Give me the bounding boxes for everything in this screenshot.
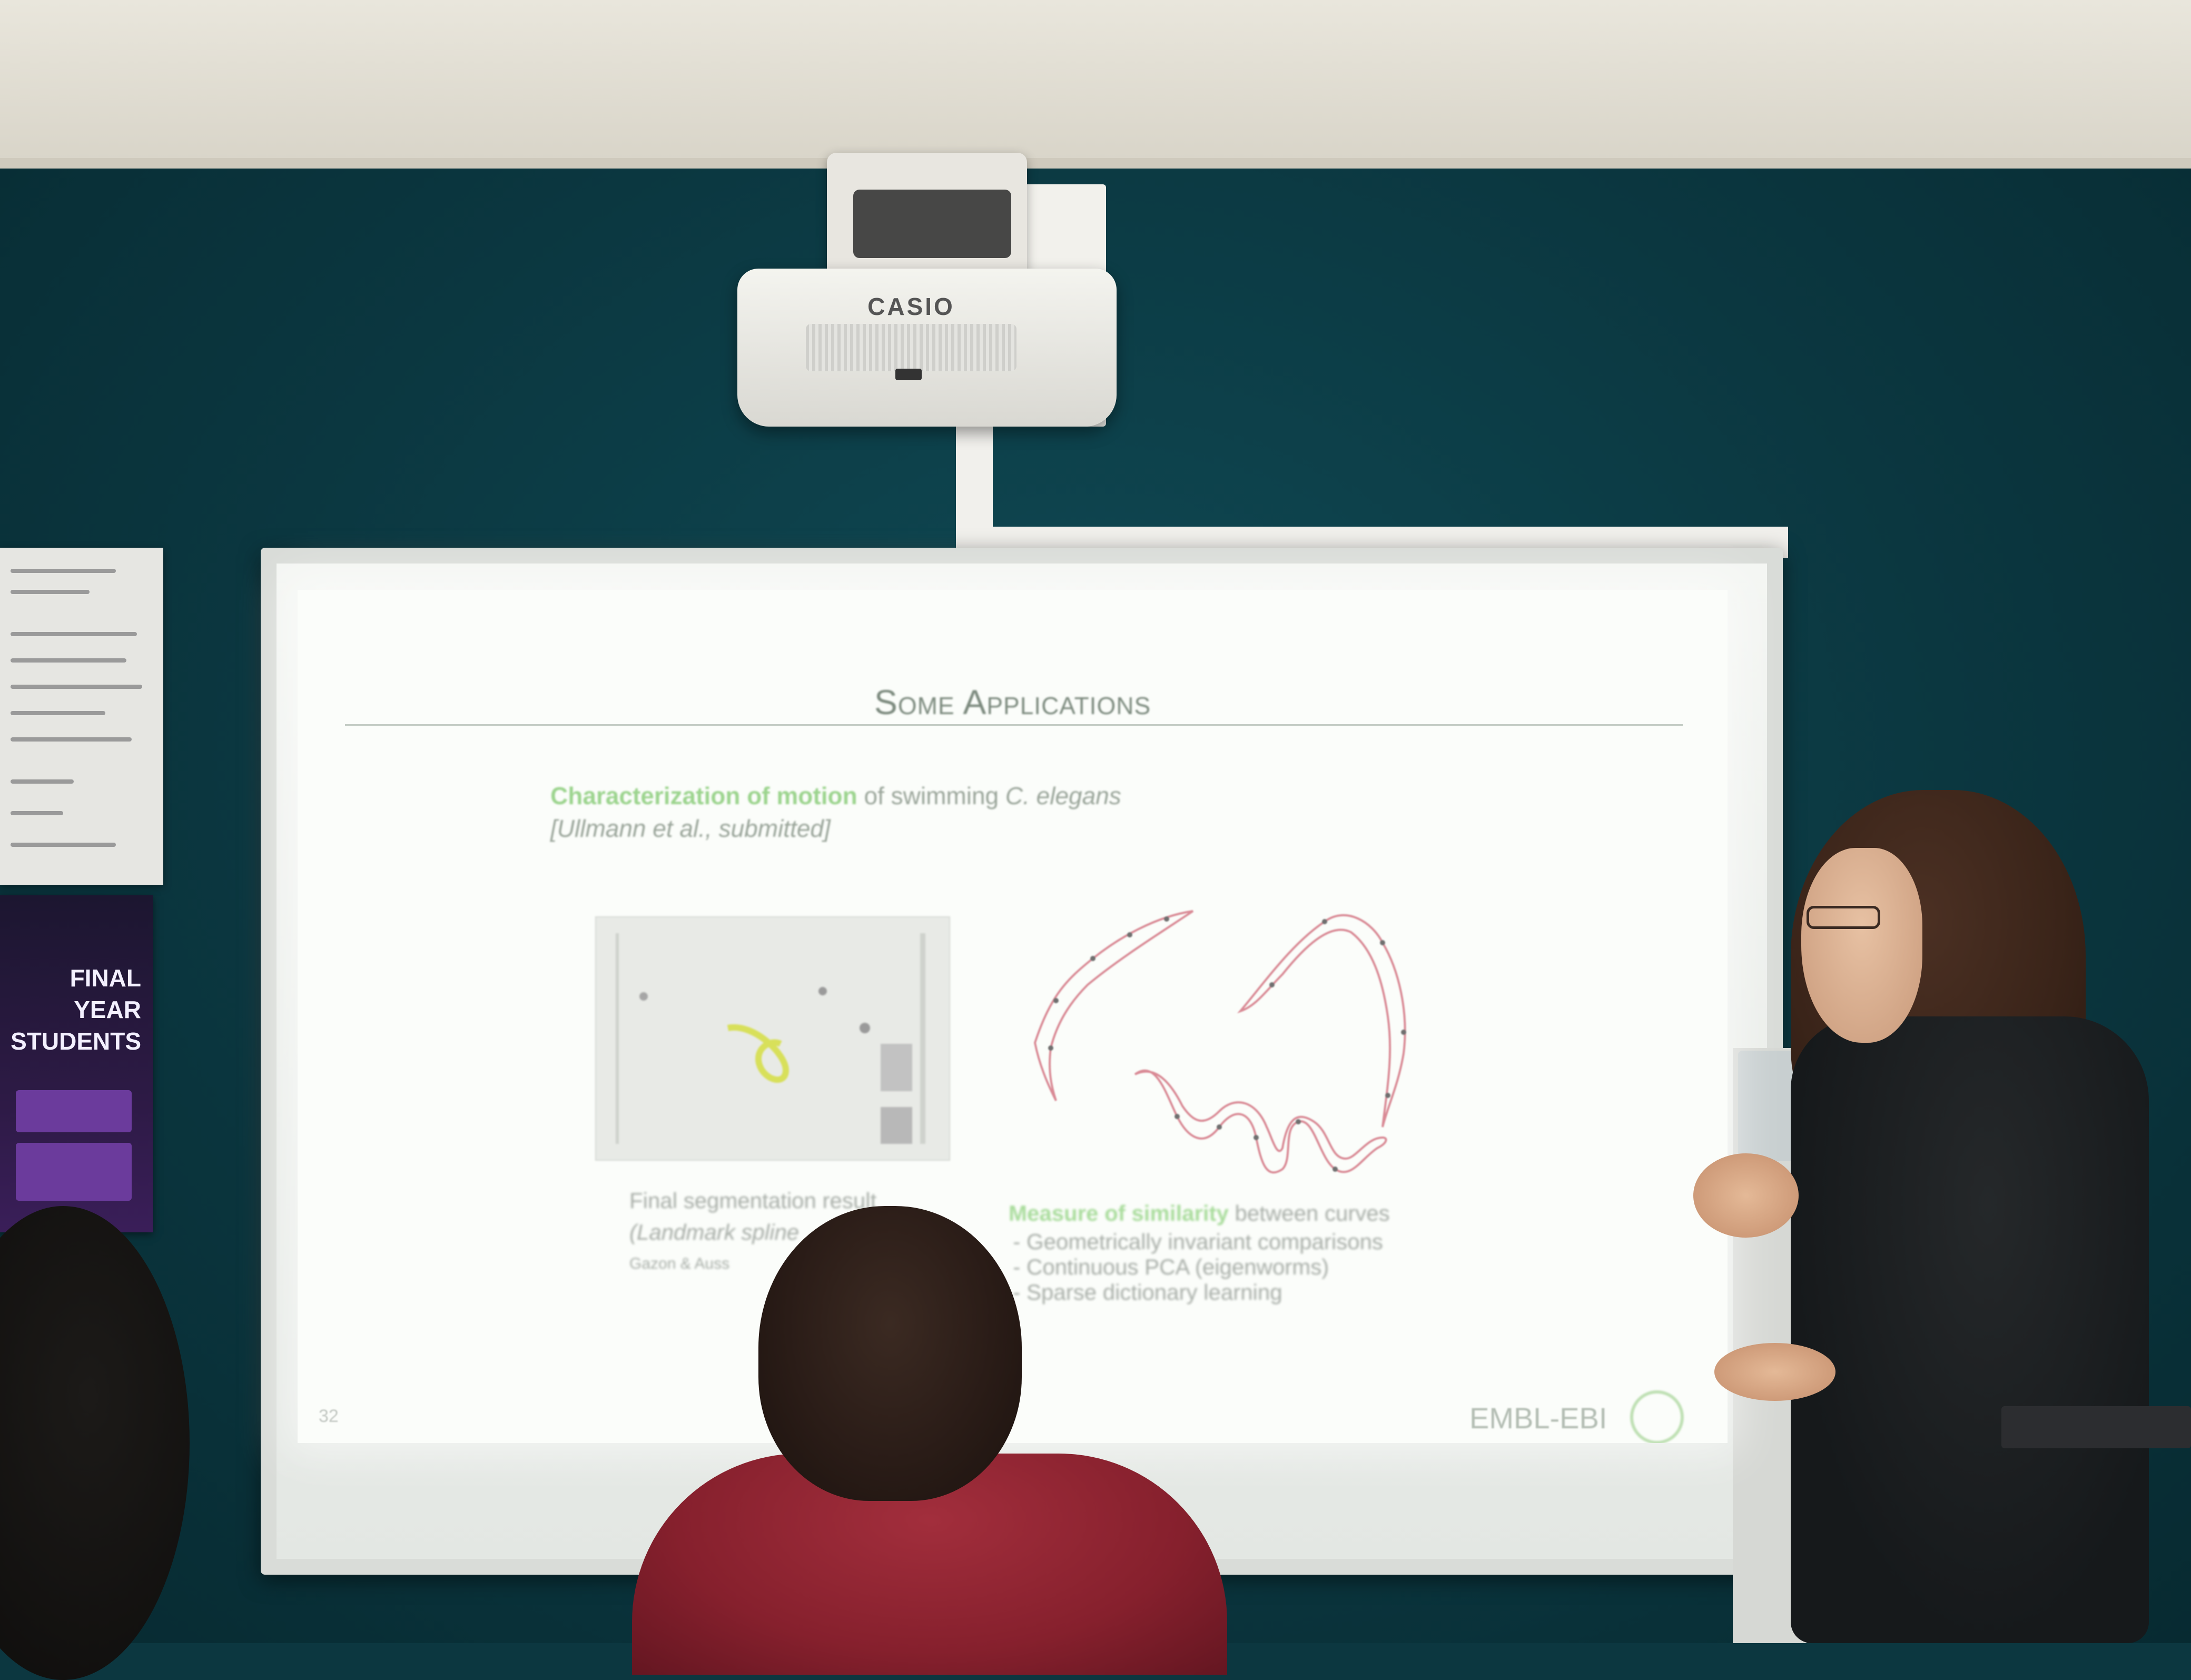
presenter-hand <box>1693 1153 1799 1238</box>
notice-text-line <box>11 590 90 594</box>
worm-curve <box>1237 914 1406 1128</box>
right-caption: Measure of similarity between curves Geo… <box>1009 1201 1483 1305</box>
poster-info-box <box>16 1143 132 1201</box>
projector-brand: CASIO <box>867 293 955 320</box>
poster-line-final: FINAL <box>70 964 141 992</box>
embl-ebi-logo-icon <box>1630 1390 1684 1443</box>
bullet-item: Sparse dictionary learning <box>1027 1280 1483 1305</box>
projector-pole <box>956 421 993 542</box>
notice-text-line <box>11 658 126 663</box>
embl-ebi-logo: EMBL-EBI <box>1469 1401 1607 1435</box>
notice-text-line <box>11 569 116 573</box>
right-caption-highlight: Measure of similarity <box>1009 1201 1229 1226</box>
notice-text-line <box>11 843 116 847</box>
slide-title: Some Applications <box>874 683 1151 722</box>
ceiling <box>0 0 2191 169</box>
poster-line-students: STUDENTS <box>11 1027 141 1055</box>
poster-line-year: YEAR <box>74 996 141 1023</box>
intro-rest: of swimming <box>857 782 1005 809</box>
left-caption: Final segmentation result (Landmark spli… <box>629 1185 998 1280</box>
notice-text-line <box>11 811 63 815</box>
slide-title-rule <box>345 724 1683 726</box>
notice-text-line <box>11 779 74 784</box>
poster-info-box <box>16 1090 132 1132</box>
presenter-hand <box>1714 1343 1835 1401</box>
left-caption-line: (Landmark spline <box>629 1220 800 1244</box>
projected-slide: Some Applications Characterization of mo… <box>298 590 1728 1443</box>
audience-member-head <box>758 1206 1022 1501</box>
notice-text-line <box>11 685 142 689</box>
slide-citation: [Ullmann et al., submitted] <box>550 815 831 842</box>
projector-lens <box>895 369 922 380</box>
student-poster: FINAL YEAR STUDENTS <box>0 895 153 1232</box>
segmentation-image <box>596 917 949 1160</box>
bullet-item: Geometrically invariant comparisons <box>1027 1229 1483 1254</box>
bullet-list: Geometrically invariant comparisons Cont… <box>1009 1229 1483 1305</box>
left-caption-reference: Gazon & Auss <box>629 1255 730 1272</box>
notice-text-line <box>11 737 132 742</box>
notice-text-line <box>11 711 105 715</box>
slide-intro: Characterization of motion of swimming C… <box>550 779 1340 845</box>
notice-board <box>0 548 163 885</box>
worm-curve <box>1134 1069 1387 1174</box>
desk <box>2001 1406 2191 1448</box>
glasses-icon <box>1807 906 1880 929</box>
intro-highlight: Characterization of motion <box>550 782 857 809</box>
worm-curve <box>1033 910 1194 1101</box>
intro-species: C. elegans <box>1005 782 1121 809</box>
worm-curves <box>1033 910 1406 1174</box>
presenter-body <box>1791 1016 2149 1643</box>
notice-text-line <box>11 632 137 636</box>
bullet-item: Continuous PCA (eigenworms) <box>1027 1254 1483 1280</box>
presenter-face <box>1801 848 1922 1043</box>
right-caption-rest: between curves <box>1228 1201 1390 1226</box>
left-caption-line: Final segmentation result <box>629 1188 877 1213</box>
slide-page-number: 32 <box>319 1406 339 1426</box>
projector-grille <box>806 324 1016 371</box>
segmentation-figure <box>595 916 950 1161</box>
projector-cables <box>853 190 1011 258</box>
